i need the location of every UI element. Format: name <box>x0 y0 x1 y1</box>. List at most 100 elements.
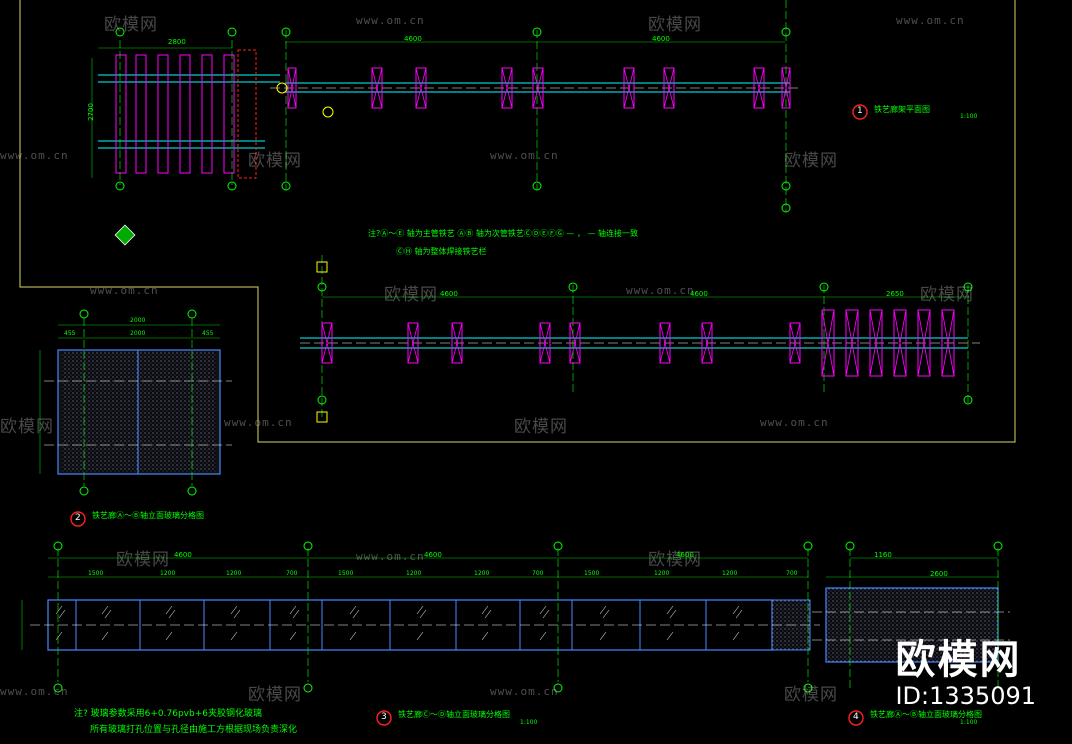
axis-note-line-2: ⒸⒽ 轴为整体焊接铁艺栏 <box>396 247 487 256</box>
watermark-brand: 欧模网 <box>248 151 302 171</box>
glass-panel-4 <box>812 541 1010 726</box>
watermark-url: www.om.cn <box>626 284 695 297</box>
drawing-number: 3 <box>381 712 387 722</box>
d2-dim: 455 <box>64 330 76 337</box>
d3-sub-dim: 1200 <box>474 570 490 577</box>
watermark-url: www.om.cn <box>0 685 69 698</box>
watermark-url: www.om.cn <box>224 416 293 429</box>
iron-panel-brace <box>845 309 859 377</box>
drawing-number: 1 <box>857 106 863 116</box>
glass-hatch <box>101 631 109 641</box>
watermark-brand: 欧模网 <box>648 550 702 570</box>
glass-hatch <box>542 609 550 619</box>
outer-frame <box>19 0 1016 443</box>
plan-1 <box>270 0 868 213</box>
iron-panel-brace <box>623 67 635 109</box>
drawing-title: 铁艺廊Ⓐ～Ⓑ轴立面玻璃分格图 <box>92 511 204 520</box>
iron-panel-brace <box>701 322 713 364</box>
iron-panel <box>781 67 791 109</box>
iron-panel-brace <box>659 322 671 364</box>
glass-hatch <box>539 631 547 641</box>
iron-panel <box>659 322 671 364</box>
iron-panel-brace <box>821 309 835 377</box>
plan-dim-top: 4600 <box>652 35 670 43</box>
iron-panel <box>415 67 427 109</box>
iron-panel <box>789 322 801 364</box>
d3-sub-dim: 1200 <box>654 570 670 577</box>
glass-hatch <box>419 609 427 619</box>
iron-panel-brace <box>321 322 333 364</box>
drawing-number: 2 <box>75 513 81 523</box>
iron-panel-brace <box>501 67 513 109</box>
glass-hatch <box>55 631 63 641</box>
watermark-url: www.om.cn <box>760 416 829 429</box>
d3-sub-dim: 700 <box>786 570 798 577</box>
glass-hatch <box>539 605 547 615</box>
iron-panel-brace <box>917 309 931 377</box>
glass-hatch <box>233 609 241 619</box>
iron-panel <box>451 322 463 364</box>
watermark-brand: 欧模网 <box>514 417 568 437</box>
drawing-title: 铁艺廊Ⓐ～Ⓑ轴立面玻璃分格图 <box>870 710 982 719</box>
glass-hatch <box>352 609 360 619</box>
iron-panel-brace <box>781 67 791 109</box>
glass-hatch <box>165 631 173 641</box>
iron-panel-brace <box>532 67 544 109</box>
iron-panel <box>917 309 931 377</box>
iron-panel <box>407 322 419 364</box>
glass-hatch <box>732 631 740 641</box>
iron-panel-brace <box>569 322 581 364</box>
plan-slat <box>115 54 127 174</box>
d3-dim-top: 4600 <box>676 551 694 559</box>
glass-hatch <box>349 605 357 615</box>
glass-hatch <box>416 605 424 615</box>
iron-panel <box>623 67 635 109</box>
iron-panel-brace <box>663 67 675 109</box>
small-plan-dim: 2700 <box>86 103 95 121</box>
watermark-brand: 欧模网 <box>784 151 838 171</box>
glass-hatch <box>230 605 238 615</box>
d3-dim-top: 4600 <box>424 551 442 559</box>
elev-dim-top: 2650 <box>886 290 904 298</box>
glass-hatch <box>481 605 489 615</box>
glass-hatch <box>666 605 674 615</box>
watermark-brand: 欧模网 <box>384 285 438 305</box>
d3-sub-dim: 1200 <box>406 570 422 577</box>
iron-panel <box>371 67 383 109</box>
watermark-url: www.om.cn <box>490 149 559 162</box>
brand-watermark: 欧模网 ID:1335091 <box>895 638 1036 710</box>
iron-panel <box>532 67 544 109</box>
iron-panel-brace <box>407 322 419 364</box>
iron-panel <box>941 309 955 377</box>
glass-hatch <box>289 631 297 641</box>
watermark-brand: 欧模网 <box>920 285 974 305</box>
glass-hatch <box>289 605 297 615</box>
glass-panel-2 <box>39 309 232 527</box>
iron-panel <box>845 309 859 377</box>
glass-hatch <box>104 609 112 619</box>
drawing-number: 4 <box>853 712 859 722</box>
glass-hatch <box>292 609 300 619</box>
glass-hatch <box>599 631 607 641</box>
glass-hatch <box>101 605 109 615</box>
elevation-strip <box>300 255 980 423</box>
d4-dim-top: 2600 <box>930 570 948 578</box>
iron-panel-brace <box>941 309 955 377</box>
iron-panel-brace <box>371 67 383 109</box>
iron-panel <box>893 309 907 377</box>
d3-sub-dim: 700 <box>286 570 298 577</box>
iron-panel <box>701 322 713 364</box>
glass-note-line-2: 所有玻璃打孔位置与孔径由施工方根据现场负责深化 <box>90 725 298 735</box>
glass-hatch <box>732 605 740 615</box>
d3-sub-dim: 1200 <box>722 570 738 577</box>
watermark-url: www.om.cn <box>90 284 159 297</box>
plan-slat <box>179 54 191 174</box>
watermark-url: www.om.cn <box>896 14 965 27</box>
iron-panel-brace <box>287 67 297 109</box>
d3-sub-dim: 1500 <box>338 570 354 577</box>
watermark-brand: 欧模网 <box>0 417 54 437</box>
iron-panel <box>287 67 297 109</box>
drawing-title: 铁艺廊Ⓒ～Ⓓ轴立面玻璃分格图 <box>398 710 510 719</box>
